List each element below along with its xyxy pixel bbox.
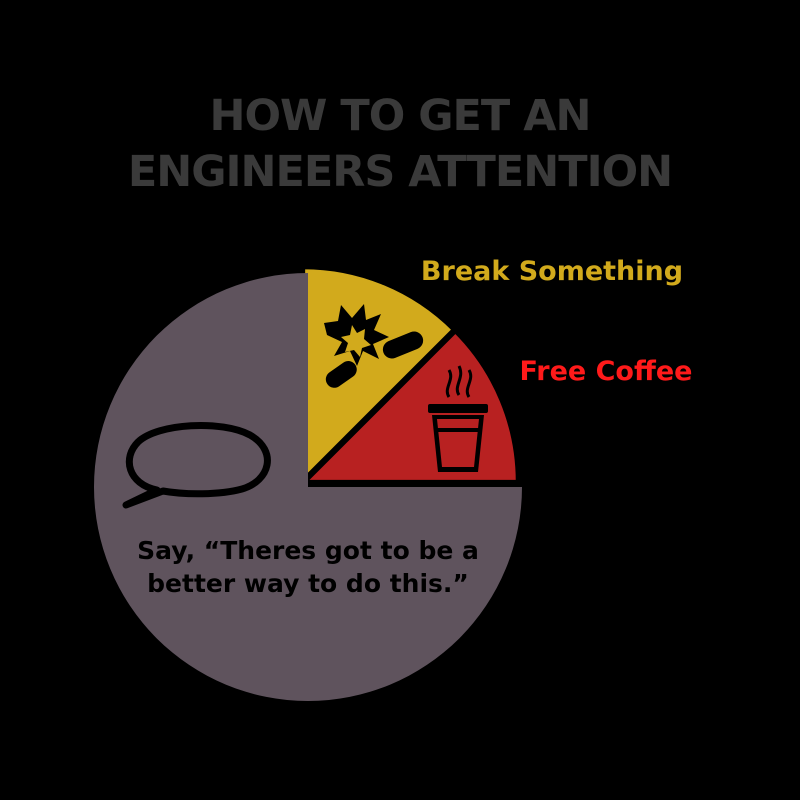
speech-bubble-outline: [122, 421, 271, 509]
chart-title: HOW TO GET AN ENGINEERS ATTENTION: [0, 88, 800, 200]
cup-inner-shape: [437, 419, 479, 467]
cup-band-shape: [435, 428, 481, 432]
coffee-cup-icon: [428, 365, 488, 472]
slice-label-2-line-2: better way to do this.”: [147, 569, 469, 598]
pill-half-left-shape: [325, 361, 357, 388]
broken-pill-icon: [324, 304, 424, 388]
slice-label-1: Free Coffee: [520, 356, 693, 387]
slice-label-0: Break Something: [421, 256, 683, 287]
steam-line-3: [465, 369, 473, 398]
pill-half-right-shape: [382, 331, 424, 359]
chart-title-line-2: ENGINEERS ATTENTION: [127, 147, 673, 197]
slice-label-2-line-1: Say, “Theres got to be a: [137, 536, 479, 565]
cup-lid-shape: [428, 404, 488, 413]
chart-title-line-1: HOW TO GET AN: [209, 91, 591, 141]
speech-bubble-icon: [122, 421, 271, 509]
explosion-core-shape: [341, 325, 371, 357]
steam-line-1: [445, 369, 453, 398]
pie-slice-2: [94, 273, 522, 701]
steam-line-2: [455, 365, 463, 396]
